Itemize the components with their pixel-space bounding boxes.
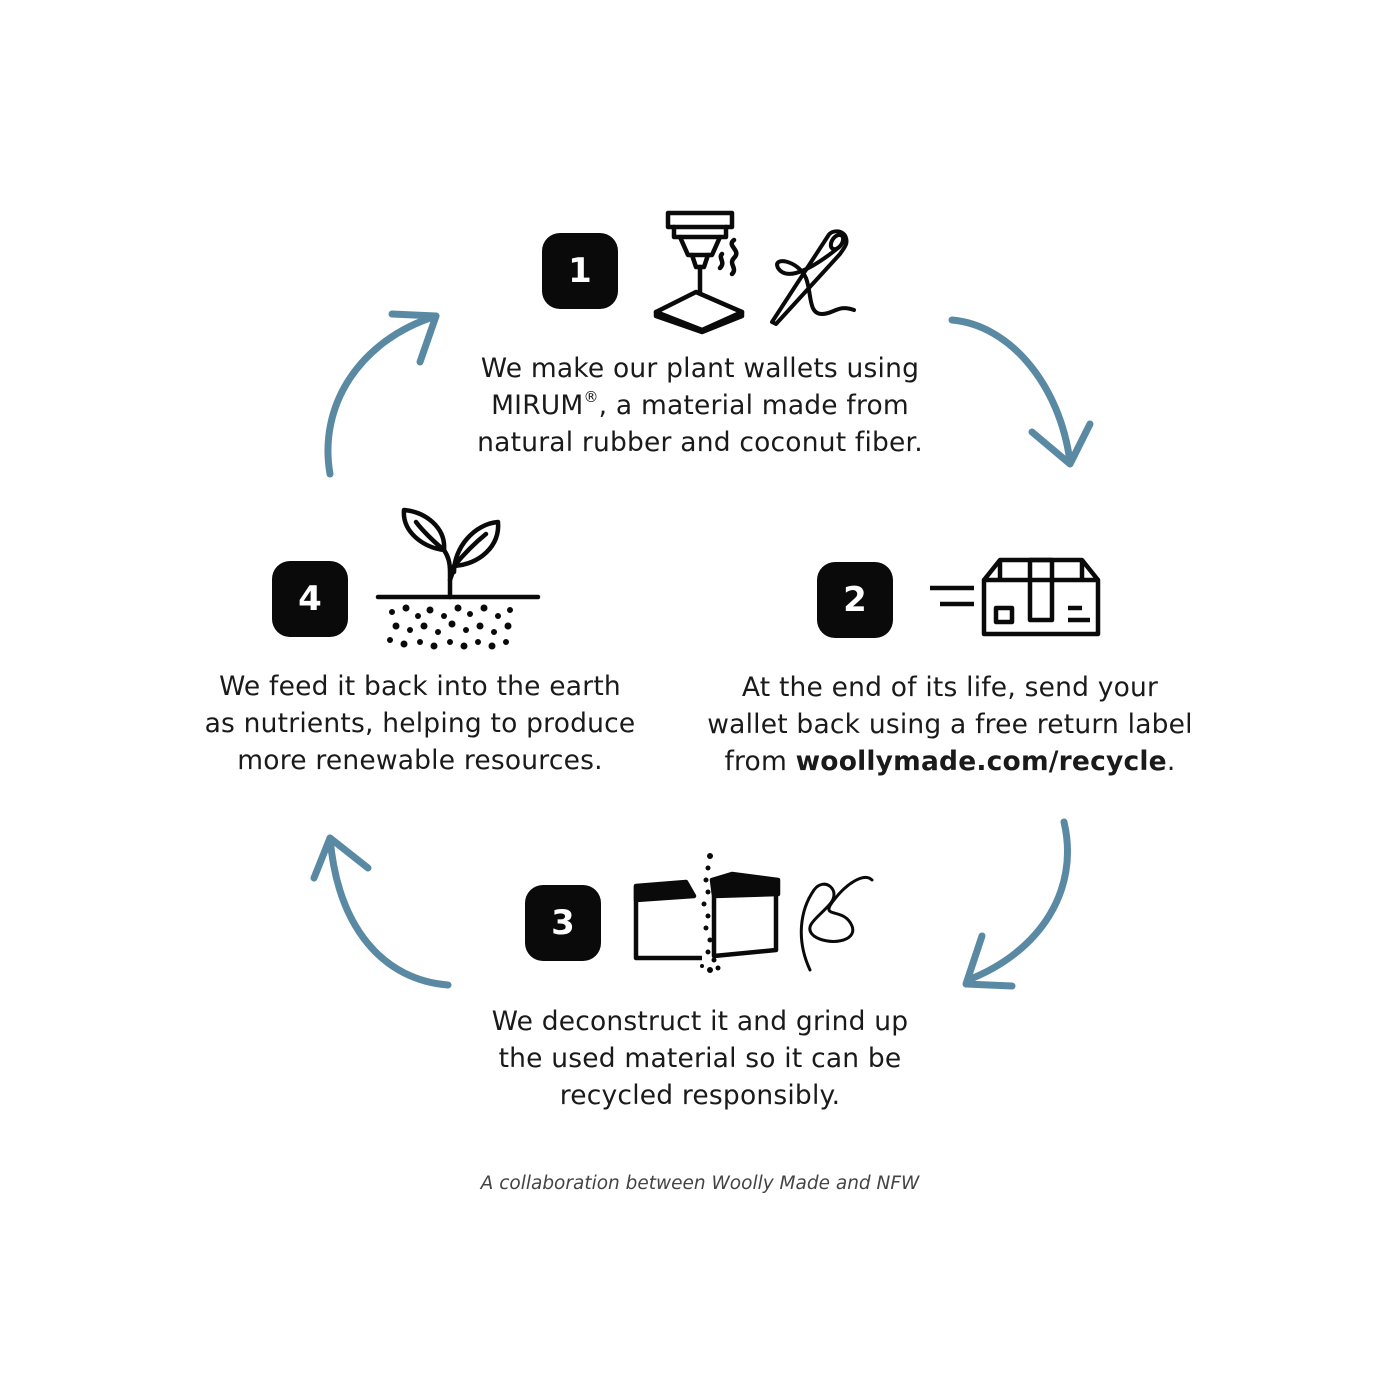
collaboration-credit: A collaboration between Woolly Made and … — [480, 1173, 920, 1194]
step-4-description: We feed it back into the earth as nutrie… — [204, 671, 636, 776]
sprout-soil-icon — [375, 507, 541, 650]
step-3-description: We deconstruct it and grind up the used … — [491, 1006, 909, 1111]
step-2-description: At the end of its life, send your wallet… — [707, 672, 1193, 777]
step-1-badge: 1 — [542, 233, 618, 309]
arrow-3-to-4 — [310, 834, 452, 989]
step-2-number: 2 — [843, 580, 867, 620]
torn-wallet-icon — [633, 853, 781, 973]
step-4-badge: 4 — [272, 561, 348, 637]
step-2-badge: 2 — [817, 562, 893, 638]
shipping-box-icon — [930, 557, 1101, 637]
step-4-number: 4 — [298, 579, 322, 619]
step-3-badge: 3 — [525, 885, 601, 961]
arrow-4-to-1 — [324, 310, 440, 478]
squiggle-thread-icon — [799, 876, 874, 972]
step-1-description: We make our plant wallets using MIRUM®, … — [477, 353, 923, 458]
arrow-2-to-3 — [962, 818, 1071, 990]
step-3-number: 3 — [551, 903, 575, 943]
step-1-number: 1 — [568, 251, 592, 291]
needle-thread-icon — [770, 229, 856, 326]
recycle-url: woollymade.com/recycle — [795, 746, 1167, 777]
laser-cutter-icon — [653, 210, 745, 335]
arrow-1-to-2 — [948, 316, 1094, 468]
registered-mark: ® — [583, 388, 599, 406]
